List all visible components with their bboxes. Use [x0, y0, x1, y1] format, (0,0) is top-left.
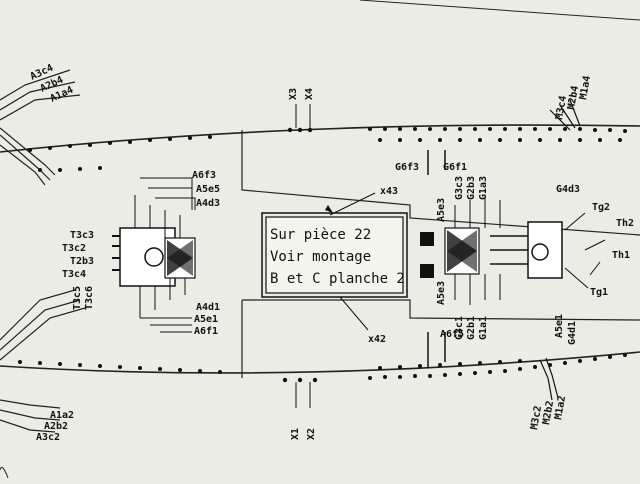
label-x3: X3: [288, 88, 299, 100]
label-t3c3: T3c3: [70, 230, 94, 241]
rivet-row-top: [28, 127, 627, 172]
paper-edge-top: [359, 0, 640, 21]
label-g4d1: G4d1: [567, 321, 578, 345]
hull-bottom-edge: [0, 351, 640, 374]
wire-bundle-bottom-left: [0, 289, 86, 433]
label-a5e3-top: A5e3: [436, 198, 447, 222]
label-x43: x43: [380, 186, 398, 197]
right-connector-block: [420, 99, 606, 401]
label-th2: Th2: [616, 218, 634, 229]
label-t3c2: T3c2: [62, 243, 86, 254]
label-a6f5: A6f5: [440, 329, 464, 340]
label-g3c3: G3c3: [454, 176, 465, 200]
label-a5e3-bottom: A5e3: [436, 281, 447, 305]
label-g6f3: G6f3: [395, 162, 419, 173]
label-m1a2: M1a2: [553, 395, 568, 421]
label-a6f1: A6f1: [194, 326, 218, 337]
label-t2b3: T2b3: [70, 256, 94, 267]
label-x42: x42: [368, 334, 386, 345]
label-m3c2: M3c2: [529, 405, 544, 431]
note-line-1: Sur pièce 22: [270, 227, 371, 243]
label-t3c6: T3c6: [84, 286, 95, 310]
label-g1a3: G1a3: [478, 176, 489, 200]
label-x2: X2: [306, 428, 317, 440]
label-g2b1: G2b1: [466, 316, 477, 340]
label-g3c1: G3c1: [454, 316, 465, 340]
label-t3c5: T3c5: [72, 286, 83, 310]
label-g2b3: G2b3: [466, 176, 477, 200]
x43-leader: [329, 192, 376, 216]
label-a5e1-right: A5e1: [554, 314, 565, 338]
page-number-mark: [0, 466, 9, 479]
x3-x4-stems: [295, 104, 311, 128]
rivet-row-bottom: [18, 353, 627, 383]
label-a1a2: A1a2: [50, 410, 74, 421]
label-a5e5: A5e5: [196, 184, 220, 195]
label-g6f1: G6f1: [443, 162, 467, 173]
x43-arrow: [325, 205, 333, 213]
x42-leader: [339, 296, 369, 331]
label-x4: X4: [304, 88, 315, 100]
label-tg2: Tg2: [592, 202, 610, 213]
label-m1a4: M1a4: [578, 75, 593, 101]
panel-outline: [241, 130, 640, 378]
label-a2b2: A2b2: [44, 421, 68, 432]
note-line-3: B et C planche 2: [270, 271, 405, 287]
label-m3c4: M3c4: [554, 95, 569, 121]
label-tg1: Tg1: [590, 287, 608, 298]
label-m2b2: M2b2: [541, 400, 556, 426]
label-x1: X1: [290, 428, 301, 440]
wire-bundle-top-left: [0, 69, 81, 186]
label-a3c2: A3c2: [36, 432, 60, 443]
left-connector-block: [112, 177, 196, 333]
label-a4d1: A4d1: [196, 302, 220, 313]
note-line-2: Voir montage: [270, 249, 371, 265]
label-m2b4: M2b4: [566, 85, 581, 111]
hull-top-edge: [0, 124, 640, 153]
label-t3c4: T3c4: [62, 269, 86, 280]
label-a5e1: A5e1: [194, 314, 218, 325]
x1-x2-stems: [295, 382, 311, 408]
label-th1: Th1: [612, 250, 630, 261]
label-a6f3: A6f3: [192, 170, 216, 181]
label-a4d3: A4d3: [196, 198, 220, 209]
label-g4d3: G4d3: [556, 184, 580, 195]
label-g1a1: G1a1: [478, 316, 489, 340]
